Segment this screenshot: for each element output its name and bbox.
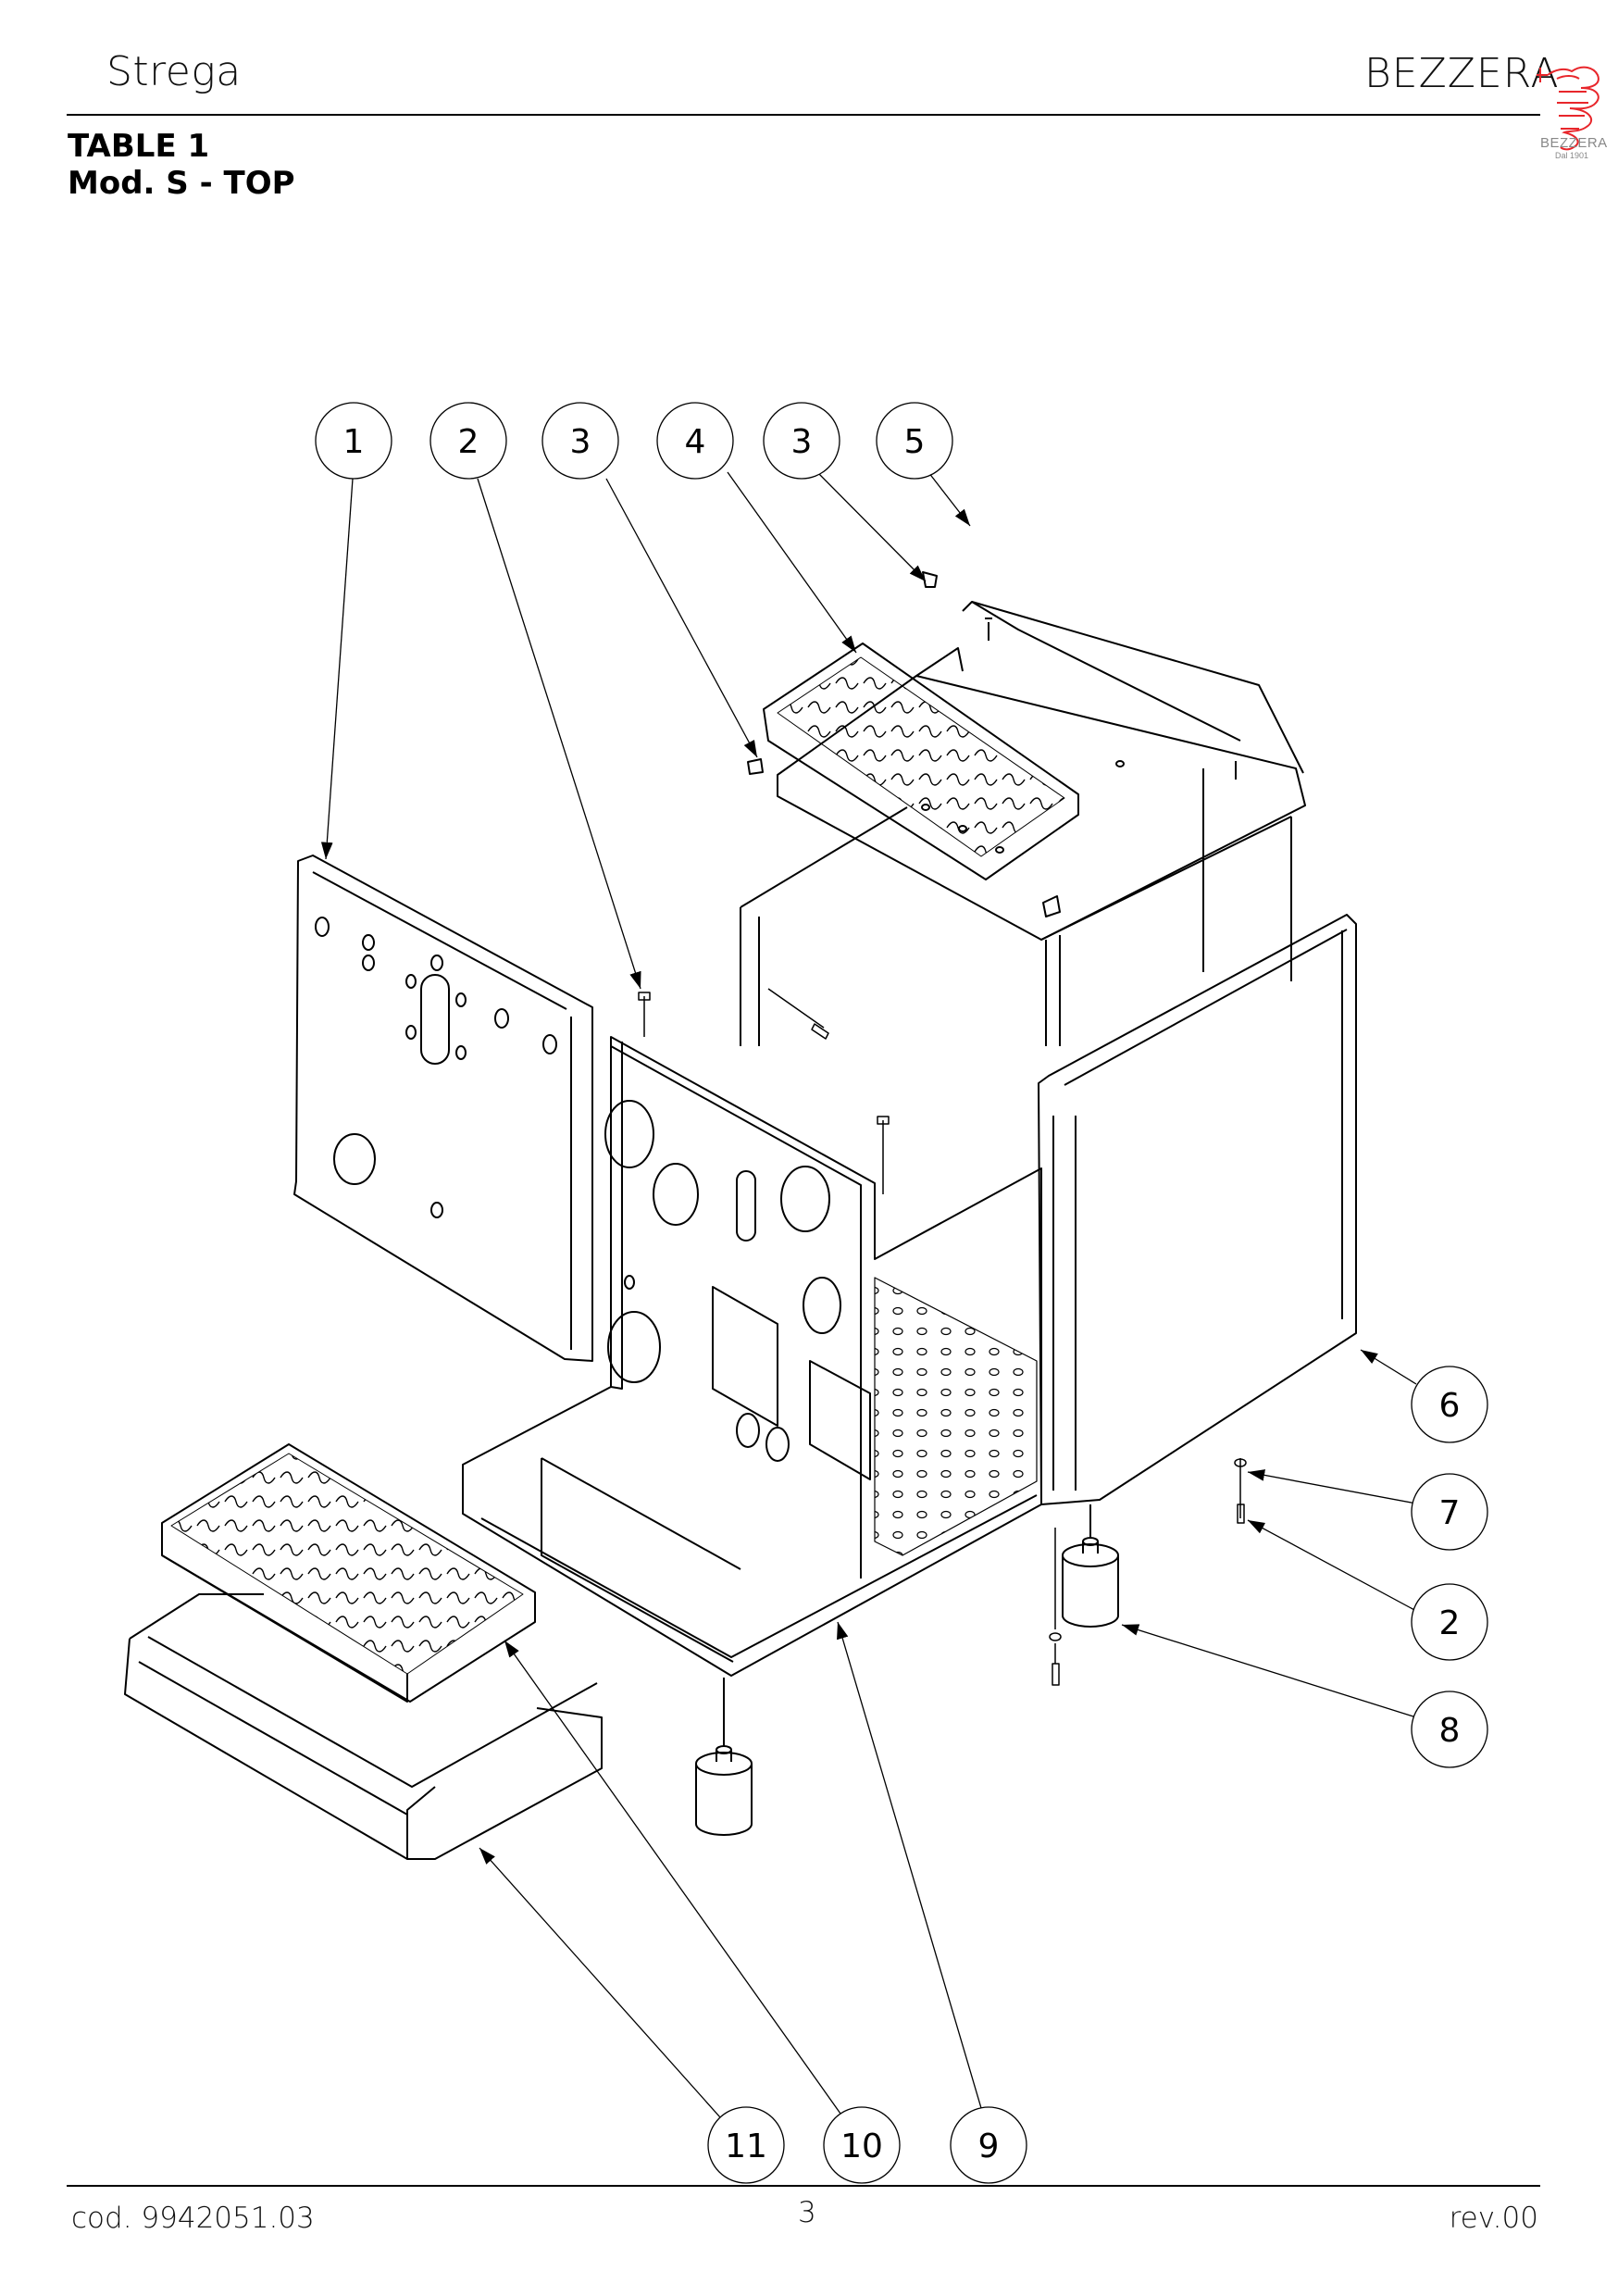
callout-circle — [1411, 1583, 1488, 1661]
callout-number: 2 — [458, 423, 479, 461]
cup-tray-grill — [763, 643, 1079, 880]
screws — [638, 988, 1247, 1686]
callout-circle — [429, 402, 507, 480]
logo-text: BEZZERA — [1540, 135, 1608, 151]
leader-9 — [837, 1621, 987, 2125]
leader-6 — [1360, 1349, 1417, 1385]
callout-circle — [656, 402, 734, 480]
callout-number: 3 — [570, 423, 591, 461]
callout-circle — [1411, 1473, 1488, 1551]
callout-circle — [823, 2106, 901, 2184]
callout-number: 2 — [1439, 1604, 1461, 1642]
leader-2-right — [1247, 1519, 1417, 1612]
leader-4 — [727, 471, 857, 654]
revision: rev.00 — [1449, 2202, 1538, 2235]
leader-7 — [1247, 1469, 1417, 1504]
leader-1 — [320, 478, 354, 860]
drip-tray-grill — [161, 1443, 536, 1703]
feet — [695, 1504, 1119, 1836]
footer-rule — [67, 2185, 1540, 2187]
drip-tray — [124, 1593, 603, 1860]
callout-number: 7 — [1439, 1494, 1461, 1532]
leader-5 — [927, 471, 971, 527]
side-panel-left — [293, 855, 593, 1362]
callout-circle — [950, 2106, 1027, 2184]
callout-number: 6 — [1439, 1387, 1461, 1425]
callout-number: 1 — [343, 423, 365, 461]
brand-wordmark: BEZZERA — [1364, 50, 1560, 97]
page-number: 3 — [798, 2196, 816, 2229]
callout-number: 3 — [791, 423, 813, 461]
document-code: cod. 9942051.03 — [71, 2202, 315, 2235]
callout-number: 11 — [725, 2128, 767, 2165]
table-label: TABLE 1 — [68, 128, 210, 165]
top-frame — [747, 571, 1306, 941]
logo-subtext: Dal 1901 — [1555, 151, 1589, 160]
biscione-logo-icon — [1537, 66, 1599, 151]
callout-number: 5 — [904, 423, 926, 461]
table-subtitle: Mod. S - TOP — [68, 165, 295, 202]
header-rule — [67, 114, 1540, 116]
callout-circle — [1411, 1691, 1488, 1768]
leader-3a — [605, 478, 758, 758]
leader-lines — [320, 471, 1417, 2125]
model-name: Strega — [106, 48, 242, 95]
callout-number: 10 — [840, 2128, 883, 2165]
callout-number: 4 — [685, 423, 706, 461]
callout-number: 8 — [1439, 1712, 1461, 1750]
side-panel-right — [1038, 914, 1357, 1505]
base-frame — [462, 1036, 1042, 1677]
callout-circle — [707, 2106, 785, 2184]
leader-3b — [816, 471, 927, 582]
table-title: TABLE 1 Mod. S - TOP — [68, 128, 295, 202]
callout-circle — [876, 402, 953, 480]
callout-circle — [1411, 1366, 1488, 1443]
callout-circle — [315, 402, 392, 480]
frame-body — [740, 768, 1292, 1046]
leader-11 — [479, 1847, 721, 2118]
callout-circle — [763, 402, 840, 480]
callout-circle — [541, 402, 619, 480]
callout-number: 9 — [978, 2128, 1000, 2165]
leader-8 — [1121, 1624, 1417, 1718]
leader-10 — [504, 1640, 841, 2115]
leader-2-top — [477, 478, 641, 990]
